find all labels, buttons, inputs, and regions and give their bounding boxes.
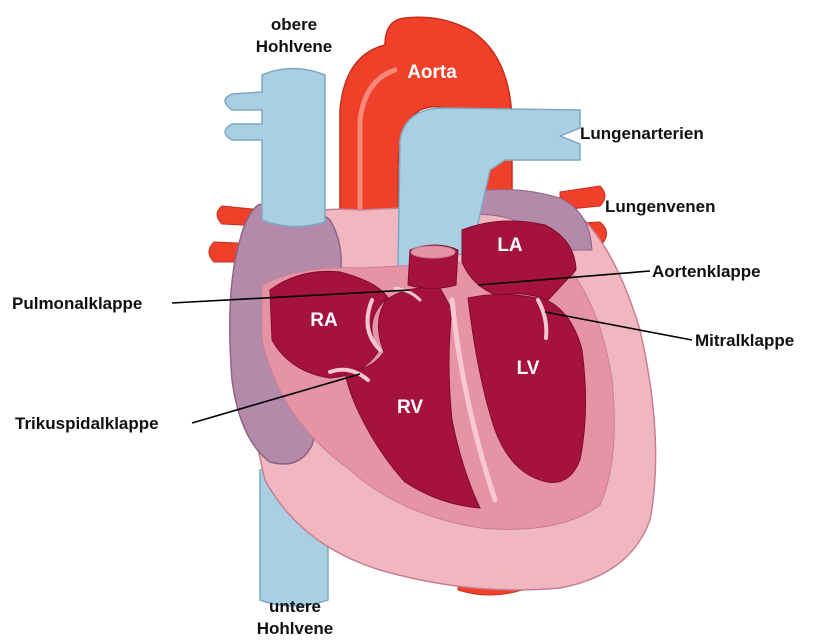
ivc-label-line1: untere — [269, 597, 321, 616]
aorta-label: Aorta — [407, 62, 457, 83]
chamber-label-lv: LV — [517, 358, 540, 379]
chamber-label-rv: RV — [397, 397, 423, 418]
ivc-label-line2: Hohlvene — [257, 619, 334, 638]
pulmonary-valve-label: Pulmonalklappe — [12, 294, 142, 313]
tricuspid-valve-label: Trikuspidalklappe — [15, 414, 159, 433]
svc-label-line1: obere — [271, 15, 317, 34]
chamber-label-la: LA — [497, 235, 523, 256]
aortic-valve-label: Aortenklappe — [652, 262, 761, 281]
chamber-label-ra: RA — [310, 310, 338, 331]
pulmonary-veins-label: Lungenvenen — [605, 197, 716, 216]
svc-label-line2: Hohlvene — [256, 37, 333, 56]
mitral-valve-label: Mitralklappe — [695, 331, 794, 350]
pulmonary-arteries-label: Lungenarterien — [580, 124, 704, 143]
superior-vena-cava — [225, 69, 325, 227]
